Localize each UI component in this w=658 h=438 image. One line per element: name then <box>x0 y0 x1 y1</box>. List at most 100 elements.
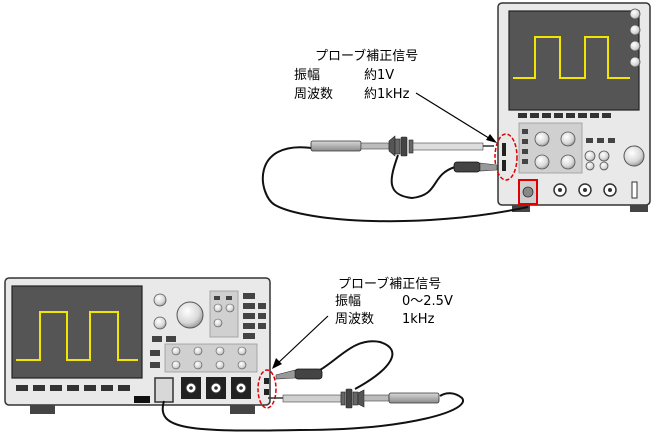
top-scope-ext-trigger[interactable] <box>631 181 638 199</box>
softkey[interactable] <box>518 113 527 118</box>
top-scope-knob-small[interactable] <box>629 8 641 20</box>
bottom-scope-large-knob[interactable] <box>176 301 204 329</box>
bottom-annotation-title: プローブ補正信号 <box>338 276 441 292</box>
top-scope-comp-terminal[interactable] <box>502 160 506 171</box>
bottom-scope-knob-small[interactable] <box>225 303 235 313</box>
top-scope-knob[interactable] <box>560 154 576 170</box>
bottom-probe-ground-lead <box>319 340 394 390</box>
bottom-annotation-amp-label: 振幅 <box>335 294 361 309</box>
top-scope-comp-terminal[interactable] <box>502 143 506 156</box>
bottom-scope-knob-small[interactable] <box>213 318 223 328</box>
bottom-probe-cable <box>161 392 465 432</box>
top-scope-inputs <box>518 179 638 205</box>
bottom-scope-comp-terminal[interactable] <box>264 389 269 395</box>
bottom-scope-knob-small[interactable] <box>237 360 247 370</box>
panel-button[interactable] <box>597 138 604 143</box>
top-annotation: プローブ補正信号 振幅 約1V 周波数 約1kHz <box>294 48 418 102</box>
softkey[interactable] <box>542 113 551 118</box>
softkey[interactable] <box>578 113 587 118</box>
panel-button[interactable] <box>258 323 266 329</box>
panel-button[interactable] <box>522 149 528 154</box>
panel-button[interactable] <box>522 139 528 144</box>
softkey[interactable] <box>590 113 599 118</box>
top-annotation-freq-value: 約1kHz <box>364 87 410 102</box>
top-probe <box>261 92 529 223</box>
bottom-scope-comp-highlight <box>257 369 277 409</box>
top-scope-knob-small[interactable] <box>629 24 641 36</box>
panel-button[interactable] <box>214 296 220 300</box>
softkey[interactable] <box>566 113 575 118</box>
bottom-scope-comp-terminal[interactable] <box>264 378 269 384</box>
panel-button[interactable] <box>150 362 160 368</box>
panel-button[interactable] <box>243 313 255 319</box>
panel-button[interactable] <box>243 323 255 329</box>
panel-button[interactable] <box>608 138 615 143</box>
top-probe-ground-clip[interactable] <box>453 161 481 173</box>
bottom-annotation-freq-value: 1kHz <box>402 312 435 327</box>
top-scope-knob[interactable] <box>534 131 550 147</box>
top-scope-knob-small[interactable] <box>585 161 595 171</box>
bottom-scope-softkeys <box>16 385 130 391</box>
panel-button[interactable] <box>150 350 160 356</box>
softkey[interactable] <box>67 385 79 391</box>
bottom-scope-knob-small[interactable] <box>215 346 225 356</box>
panel-button[interactable] <box>243 303 255 309</box>
top-scope-screen <box>508 10 640 111</box>
top-scope-knob-small[interactable] <box>599 161 609 171</box>
top-scope-knob-small[interactable] <box>598 150 610 162</box>
top-scope-knob[interactable] <box>534 154 550 170</box>
panel-button[interactable] <box>522 159 528 164</box>
bottom-scope-knob-small[interactable] <box>171 346 181 356</box>
bottom-scope-knob-small[interactable] <box>215 360 225 370</box>
bottom-scope-knob-small[interactable] <box>153 316 167 330</box>
top-annotation-title: プローブ補正信号 <box>315 48 418 64</box>
bottom-scope-knob-small[interactable] <box>171 360 181 370</box>
panel-button[interactable] <box>522 129 528 134</box>
panel-button[interactable] <box>243 333 255 339</box>
bottom-scope-waveform <box>16 311 138 361</box>
panel-button[interactable] <box>226 296 232 300</box>
top-scope-comp-highlight <box>494 133 518 181</box>
bottom-scope-inputs <box>154 377 251 403</box>
panel-button[interactable] <box>152 336 162 342</box>
softkey[interactable] <box>101 385 113 391</box>
bottom-annotation: プローブ補正信号 振幅 0～2.5V 周波数 1kHz <box>335 276 453 327</box>
softkey[interactable] <box>50 385 62 391</box>
softkey[interactable] <box>602 113 611 118</box>
panel-button[interactable] <box>586 138 593 143</box>
bottom-scope-screen <box>11 285 143 379</box>
bottom-scope-foot-right <box>230 405 255 414</box>
top-scope-knob-small[interactable] <box>629 56 641 68</box>
softkey[interactable] <box>118 385 130 391</box>
bottom-scope-knob-small[interactable] <box>193 360 203 370</box>
softkey[interactable] <box>530 113 539 118</box>
top-scope-softkeys <box>518 113 611 118</box>
top-scope-large-knob[interactable] <box>623 145 645 167</box>
softkey[interactable] <box>84 385 96 391</box>
bottom-scope-power-switch[interactable] <box>134 396 150 403</box>
bottom-annotation-amp-value: 0～2.5V <box>402 294 453 309</box>
softkey[interactable] <box>16 385 28 391</box>
top-scope-ch1-connector[interactable] <box>522 186 534 198</box>
panel-button[interactable] <box>258 313 266 319</box>
bottom-scope-knob-small[interactable] <box>153 293 167 307</box>
top-scope-control-panel <box>518 122 645 174</box>
bottom-scope-knob-small[interactable] <box>213 303 223 313</box>
top-scope-knob-small[interactable] <box>584 150 596 162</box>
softkey[interactable] <box>33 385 45 391</box>
top-annotation-freq-label: 周波数 <box>294 87 333 102</box>
bottom-scope-knob-small[interactable] <box>237 346 247 356</box>
bottom-probe <box>161 315 465 432</box>
top-scope-knob[interactable] <box>560 131 576 147</box>
bottom-scope-ch1-connector[interactable] <box>154 377 174 403</box>
top-probe-ground-lead <box>390 154 456 200</box>
panel-button[interactable] <box>166 336 176 342</box>
panel-button[interactable] <box>258 303 266 309</box>
softkey[interactable] <box>554 113 563 118</box>
bottom-probe-ground-clip[interactable] <box>294 368 323 380</box>
top-scope-knob-small[interactable] <box>629 40 641 52</box>
bottom-scope-foot-left <box>30 405 55 414</box>
bottom-scope-knob-small[interactable] <box>193 346 203 356</box>
panel-button[interactable] <box>243 293 255 299</box>
